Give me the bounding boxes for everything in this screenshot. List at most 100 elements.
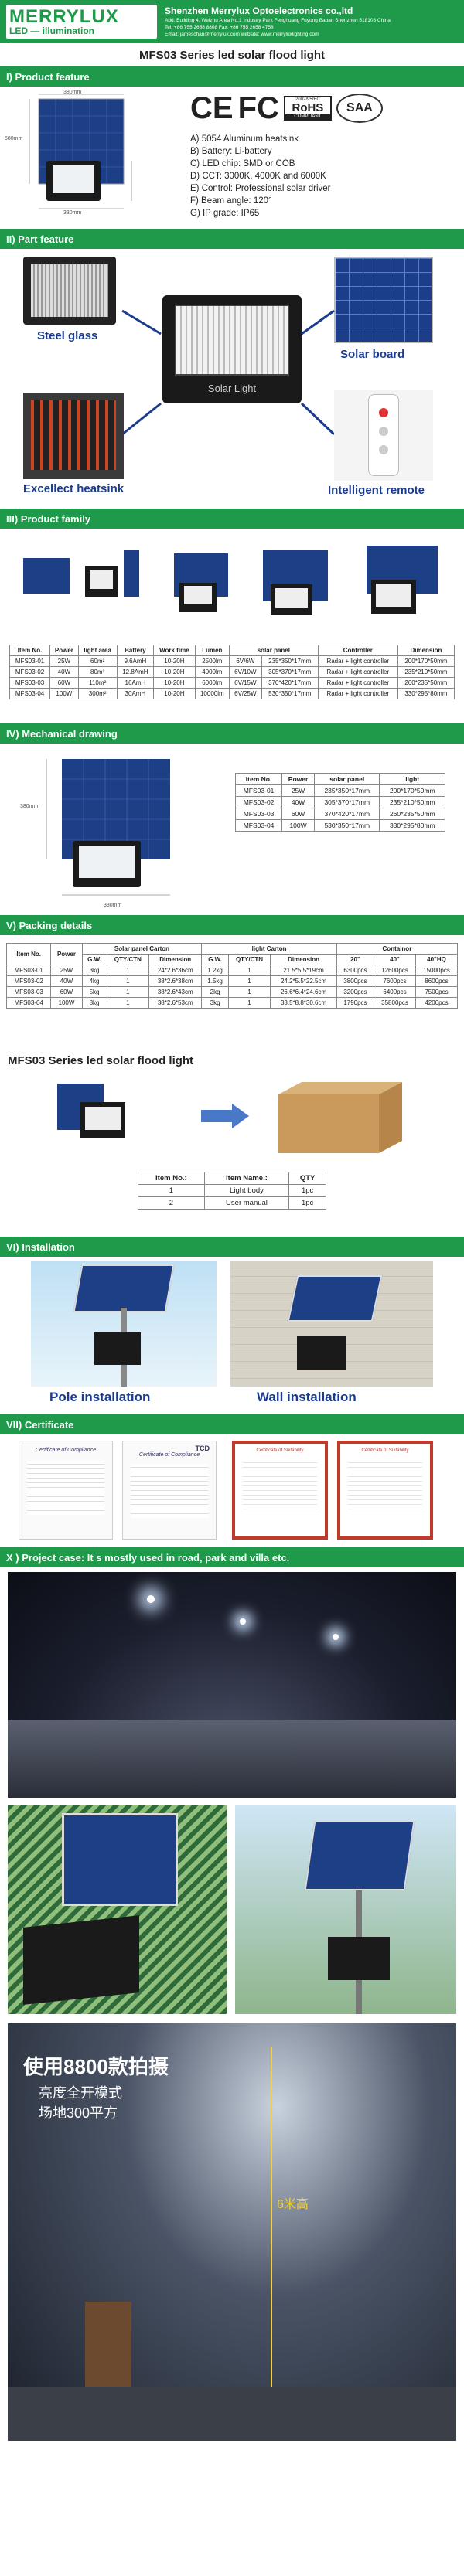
solar-board-label: Solar board [340, 348, 405, 361]
section-installation: VI) Installation [0, 1237, 464, 1257]
fcc-logo: FC [237, 91, 279, 125]
table-header-row: Item No. Power Solar panel Carton light … [5, 943, 459, 965]
pack-title: MFS03 Series led solar flood light [8, 1054, 194, 1067]
company-email: Email: jameschan@merrylux.com website: w… [165, 32, 319, 37]
document-title: MFS03 Series led solar flood light [138, 49, 326, 62]
part-feature-block: Steel glass Solar board Solar Light Exce… [0, 249, 464, 505]
feature-list: A) 5054 Aluminum heatsink B) Battery: Li… [190, 133, 331, 219]
certificate-doc: Certificate of Suitability [232, 1441, 328, 1540]
packing-table: Item No. Power Solar panel Carton light … [5, 943, 459, 1009]
heatsink-label: Excellect heatsink [23, 482, 125, 495]
section-project-case: X ) Project case: It s mostly used in ro… [0, 1547, 464, 1567]
certification-logos: CE FC 2002/95/EC RoHS COMPLIANT SAA [190, 93, 383, 124]
col-header: Work time [153, 645, 196, 656]
saa-logo: SAA [336, 94, 383, 123]
installation-block: Pole installation Wall installation [0, 1257, 464, 1411]
garden-install-photo-2 [235, 1805, 456, 2014]
section-part-feature: II) Part feature [0, 229, 464, 249]
height-label: 6米高 [277, 2198, 309, 2211]
indoor-test-photo: 使用8800款拍摄 亮度全开模式 场地300平方 6米高 [8, 2023, 456, 2441]
feature-item: B) Battery: Li-battery [190, 147, 272, 156]
family-drawings [23, 546, 438, 615]
dim-label-bottom: 330mm [63, 210, 82, 216]
table-header-row: Item No. Power light area Battery Work t… [9, 645, 455, 656]
certificate-doc: Certificate of Compliance [19, 1441, 113, 1540]
company-address: Add: Building 4, Weizhu Area No.1 Indust… [165, 18, 391, 23]
col-header: Power [49, 645, 79, 656]
heatsink-photo [23, 393, 124, 479]
product-family-block: Item No. Power light area Battery Work t… [0, 529, 464, 720]
pole-installation-photo [31, 1261, 217, 1387]
product-drawing [29, 94, 132, 209]
feature-item: D) CCT: 3000K, 4000K and 6000K [190, 172, 326, 181]
section-certificate: VII) Certificate [0, 1414, 464, 1434]
packing-illustration [57, 1082, 402, 1153]
certificate-block: Certificate of Compliance TCD Certificat… [0, 1434, 464, 1544]
col-header: light area [77, 645, 118, 656]
dim-label-top: 380mm [63, 90, 82, 95]
feature-item: E) Control: Professional solar driver [190, 184, 331, 193]
col-header: Controller [317, 645, 398, 656]
remote-label: Intelligent remote [328, 484, 425, 497]
steel-glass-photo [23, 257, 116, 325]
case-text-1: 使用8800款拍摄 [23, 2055, 169, 2078]
ce-logo: CE [190, 91, 234, 125]
mech-dim-b: 330mm [104, 903, 122, 908]
col-header: Dimension [397, 645, 455, 656]
section-product-family: III) Product family [0, 509, 464, 529]
feature-item: C) LED chip: SMD or COB [190, 159, 295, 168]
company-info: Shenzhen Merrylux Optoelectronics co.,lt… [165, 5, 458, 38]
case-text-3: 场地300平方 [39, 2105, 118, 2121]
wall-installation-label: Wall installation [257, 1390, 357, 1404]
section-mechanical-drawing: IV) Mechanical drawing [0, 723, 464, 744]
steel-glass-label: Steel glass [37, 329, 98, 342]
mech-dim-a: 380mm [20, 804, 39, 809]
section-product-feature: I) Product feature [0, 66, 464, 87]
company-name: Shenzhen Merrylux Optoelectronics co.,lt… [165, 5, 353, 16]
lamp-photo: Solar Light [162, 295, 302, 403]
feature-item: F) Beam angle: 120° [190, 196, 272, 206]
pointer-arrows [121, 309, 336, 436]
remote-photo [334, 390, 433, 481]
garden-install-photo-1 [8, 1805, 227, 2014]
rohs-logo: 2002/95/EC RoHS COMPLIANT [283, 96, 332, 121]
company-phone: Tel: +86 755 2658 8808 Fax: +86 755 2658… [165, 25, 274, 30]
wall-installation-photo [230, 1261, 433, 1387]
mechanical-drawing [46, 759, 170, 896]
night-road-photo [8, 1572, 456, 1798]
dim-label-left: 580mm [5, 136, 23, 141]
packing-block: Item No. Power Solar panel Carton light … [0, 935, 464, 1234]
col-header: solar panel [228, 645, 319, 656]
table-header-row: Item No.:Item Name.:QTY [138, 1172, 326, 1185]
logo-main: MERRYLUX [9, 5, 119, 27]
logo-sub: LED — illumination [9, 25, 94, 36]
family-table: Item No. Power light area Battery Work t… [9, 645, 455, 699]
col-header: Item No. [9, 645, 51, 656]
pole-installation-label: Pole installation [49, 1390, 151, 1404]
section-packing-details: V) Packing details [0, 915, 464, 935]
lamp-text: Solar Light [207, 383, 257, 394]
company-logo: MERRYLUX LED — illumination [6, 5, 157, 39]
solar-board-photo [334, 257, 433, 343]
project-case-block: 使用8800款拍摄 亮度全开模式 场地300平方 6米高 [0, 1567, 464, 2441]
certificate-doc: TCD Certificate of Compliance [122, 1441, 217, 1540]
